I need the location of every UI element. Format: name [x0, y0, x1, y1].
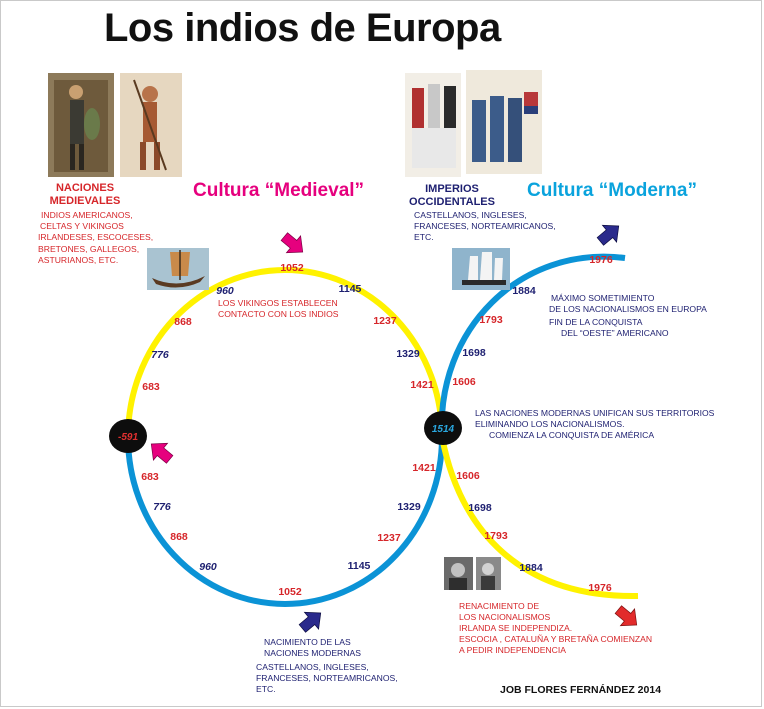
- native-warrior-image: [120, 73, 182, 177]
- max-note-line: DE LOS NACIONALISMOS EN EUROPA: [549, 304, 707, 314]
- left-heading: NACIONES MEDIEVALES: [45, 182, 125, 208]
- year-label: 683: [142, 381, 160, 393]
- arrow-bottom-navy-icon: [298, 611, 322, 633]
- year-label: 1421: [410, 379, 434, 391]
- nacimiento-list-line: FRANCESES, NORTEAMRICANOS,: [256, 673, 398, 683]
- vikings-note-line: CONTACTO CON LOS INDIOS: [218, 309, 339, 319]
- left-description-line: CELTAS Y VIKINGOS: [40, 221, 124, 232]
- culture-medieval-label: Cultura “Medieval”: [193, 180, 365, 201]
- max-note-line: MÁXIMO SOMETIMIENTO: [551, 293, 655, 303]
- page-title: Los indios de Europa: [104, 6, 501, 50]
- right-heading-line: OCCIDENTALES: [409, 196, 495, 208]
- year-label: 1145: [348, 560, 371, 572]
- year-label: 1884: [512, 285, 536, 297]
- max-sometimiento-note: MÁXIMO SOMETIMIENTO DE LOS NACIONALISMOS…: [549, 293, 707, 315]
- unifican-note-line: LAS NACIONES MODERNAS UNIFICAN SUS TERRI…: [475, 408, 715, 418]
- renacimiento-note-line: ESCOCIA , CATALUÑA Y BRETAÑA COMIENZAN: [459, 634, 653, 644]
- portrait-man-image: [444, 557, 473, 590]
- year-label: 1884: [519, 562, 543, 574]
- left-heading-line: MEDIEVALES: [49, 195, 121, 207]
- fin-conquista-note: FIN DE LA CONQUISTA DEL “OESTE” AMERICAN…: [549, 317, 669, 339]
- year-label: 1237: [377, 532, 401, 544]
- year-label: 1237: [373, 315, 397, 327]
- unifican-note-line: ELIMINANDO LOS NACIONALISMOS.: [475, 419, 625, 429]
- left-description: INDIOS AMERICANOS, CELTAS Y VIKINGOS IRL…: [38, 210, 153, 266]
- year-label: 1793: [479, 314, 503, 326]
- year-label: 776: [151, 349, 169, 361]
- left-description-line: INDIOS AMERICANOS,: [41, 210, 133, 220]
- year-label: 1698: [462, 347, 486, 359]
- year-label: 1606: [452, 376, 476, 388]
- right-description-line: FRANCESES, NORTEAMRICANOS,: [414, 221, 556, 231]
- right-heading: IMPERIOS OCCIDENTALES: [408, 183, 496, 209]
- union-soldiers-image: [466, 70, 542, 174]
- portrait-woman-image: [476, 557, 501, 590]
- year-label: 1329: [397, 501, 421, 513]
- renacimiento-note-line: LOS NACIONALISMOS: [459, 612, 551, 622]
- nacimiento-note-line: NACIMIENTO DE LAS: [264, 637, 351, 647]
- year-label: 776: [153, 501, 171, 513]
- cross-node-label: 1514: [432, 424, 455, 435]
- cross-node: [424, 411, 462, 445]
- year-label: 1421: [412, 462, 436, 474]
- culture-moderna-label: Cultura “Moderna”: [527, 180, 697, 201]
- nacimiento-list: CASTELLANOS, INGLESES, FRANCESES, NORTEA…: [256, 662, 398, 695]
- year-label: 960: [199, 561, 217, 573]
- left-heading-line: NACIONES: [55, 182, 115, 194]
- arrow-left-magenta-icon: [150, 442, 174, 464]
- year-label: 1976: [589, 254, 613, 266]
- year-labels: 1052 960 868 776 683 1145 1237 1329 1421 683 776 86…: [141, 254, 613, 598]
- vikings-note: LOS VIKINGOS ESTABLECEN CONTACTO CON LOS…: [218, 298, 338, 320]
- vikings-note-line: LOS VIKINGOS ESTABLECEN: [218, 298, 338, 308]
- renacimiento-note: RENACIMIENTO DE LOS NACIONALISMOS IRLAND…: [459, 601, 652, 656]
- modern-lower-curve: [439, 436, 639, 600]
- year-label: 1976: [588, 582, 612, 594]
- year-label: 1793: [484, 530, 508, 542]
- nacimiento-list-line: ETC.: [256, 684, 276, 694]
- nacimiento-list-line: CASTELLANOS, INGLESES,: [256, 662, 369, 672]
- sailing-ship-image: [452, 248, 510, 290]
- renacimiento-note-line: IRLANDA SE INDEPENDIZA.: [459, 623, 573, 633]
- year-label: 1052: [278, 586, 302, 598]
- unifican-note-line: COMIENZA LA CONQUISTA DE AMÉRICA: [489, 430, 655, 440]
- right-description-line: CASTELLANOS, INGLESES,: [414, 210, 527, 220]
- year-label: 1329: [396, 348, 420, 360]
- year-label: 960: [216, 285, 234, 297]
- left-description-line: BRETONES, GALLEGOS,: [38, 243, 140, 254]
- year-label: 868: [174, 316, 192, 328]
- arrow-top-right-navy-icon: [596, 224, 620, 246]
- renacimiento-note-line: RENACIMIENTO DE: [459, 601, 540, 611]
- circle-blue-arc: [125, 436, 445, 607]
- year-label: 1052: [280, 262, 304, 274]
- right-heading-line: IMPERIOS: [425, 183, 479, 195]
- left-description-line: IRLANDESES, ESCOCESES,: [38, 232, 154, 243]
- viking-ship-image: [147, 248, 209, 290]
- unifican-note: LAS NACIONES MODERNAS UNIFICAN SUS TERRI…: [475, 408, 714, 441]
- nacimiento-note-line: NACIONES MODERNAS: [264, 648, 361, 658]
- renacimiento-note-line: A PEDIR INDEPENDENCIA: [459, 645, 566, 655]
- nacimiento-note: NACIMIENTO DE LAS NACIONES MODERNAS: [264, 637, 361, 659]
- right-description: CASTELLANOS, INGLESES, FRANCESES, NORTEA…: [414, 210, 556, 243]
- year-label: 1145: [339, 283, 362, 295]
- modern-upper-curve: [438, 253, 626, 438]
- right-description-line: ETC.: [414, 232, 434, 242]
- arrow-bottom-right-red-icon: [614, 605, 638, 627]
- author-credit: JOB FLORES FERNÁNDEZ 2014: [500, 684, 662, 696]
- start-node: [109, 419, 147, 453]
- soldiers-image: [405, 73, 461, 177]
- circle-yellow-arc: [125, 267, 445, 438]
- fin-note-line: DEL “OESTE” AMERICANO: [561, 328, 669, 338]
- year-label: 1698: [468, 502, 492, 514]
- medieval-warrior-image: [48, 73, 114, 177]
- fin-note-line: FIN DE LA CONQUISTA: [549, 317, 643, 327]
- start-node-label: -591: [118, 432, 138, 443]
- year-label: 868: [170, 531, 188, 543]
- year-label: 683: [141, 471, 159, 483]
- left-description-line: ASTURIANOS, ETC.: [38, 254, 119, 265]
- arrow-top-magenta-icon: [280, 232, 304, 254]
- year-label: 1606: [456, 470, 480, 482]
